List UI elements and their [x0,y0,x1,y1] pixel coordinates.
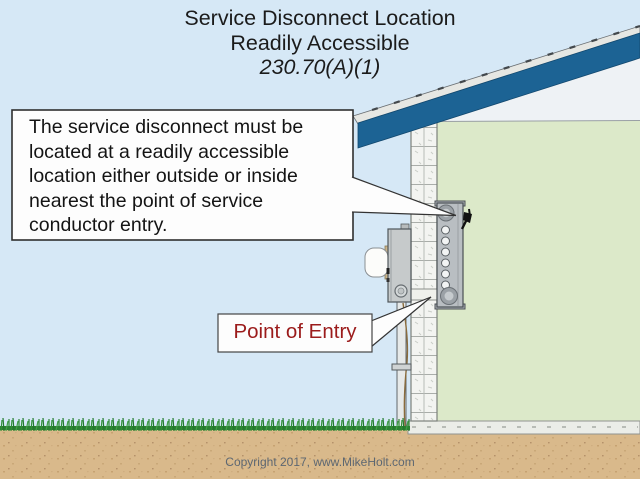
callout-line: nearest the point of service [29,189,264,212]
roof [352,24,640,149]
grass [0,417,410,431]
shingle-edge [352,25,640,125]
ground [0,428,640,479]
code-reference: 230.70(A)(1) [259,55,381,79]
service-disconnect-panel [434,200,472,310]
callout [11,109,457,241]
title-block: Service Disconnect Location Readily Acce… [0,6,640,80]
callout-box [11,109,354,241]
meter-dome [364,247,389,278]
callout-text: The service disconnect must be located a… [29,115,345,238]
shingle-tabs [371,24,640,112]
title-line-1: Service Disconnect Location [184,6,456,30]
meter-latch [386,268,390,274]
callout-line: location either outside or inside [29,165,298,188]
floor-slab [407,420,640,435]
copyright-text: Copyright 2017, www.MikeHolt.com [225,455,415,469]
callout-line: conductor entry. [29,214,168,237]
electric-meter [364,223,412,303]
ceiling-line [436,120,640,122]
point-of-entry-label: Point of Entry [233,320,357,343]
conduit-strap [391,363,412,371]
roof-fascia [357,32,640,149]
grounding-conductor [402,302,409,427]
title-line-2: Readily Accessible [230,30,410,55]
callout-line: The service disconnect must be [29,116,304,138]
meter-body [387,228,412,303]
point-of-entry-callout [217,296,432,353]
interior-wall [437,121,640,421]
callout-line: located at a readily accessible [29,140,290,163]
concrete-block-wall [410,109,438,422]
point-of-entry-box [217,313,373,353]
disconnect-handle [460,208,472,230]
